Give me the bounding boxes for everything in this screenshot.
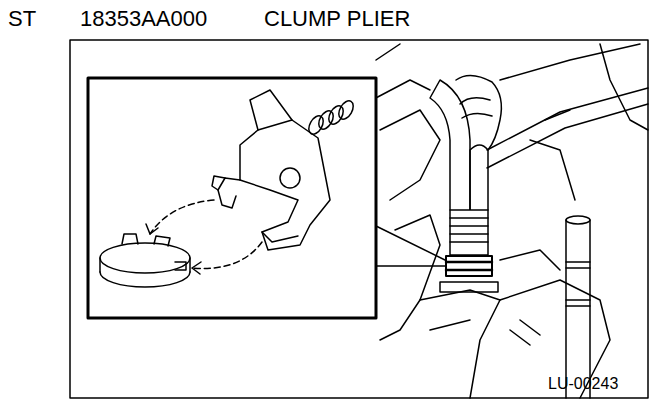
tool-name: CLUMP PLIER: [264, 8, 410, 30]
figure-code: LU-00243: [548, 376, 618, 392]
part-number: 18353AA000: [80, 8, 207, 30]
special-tool-marker: ST: [8, 8, 36, 30]
